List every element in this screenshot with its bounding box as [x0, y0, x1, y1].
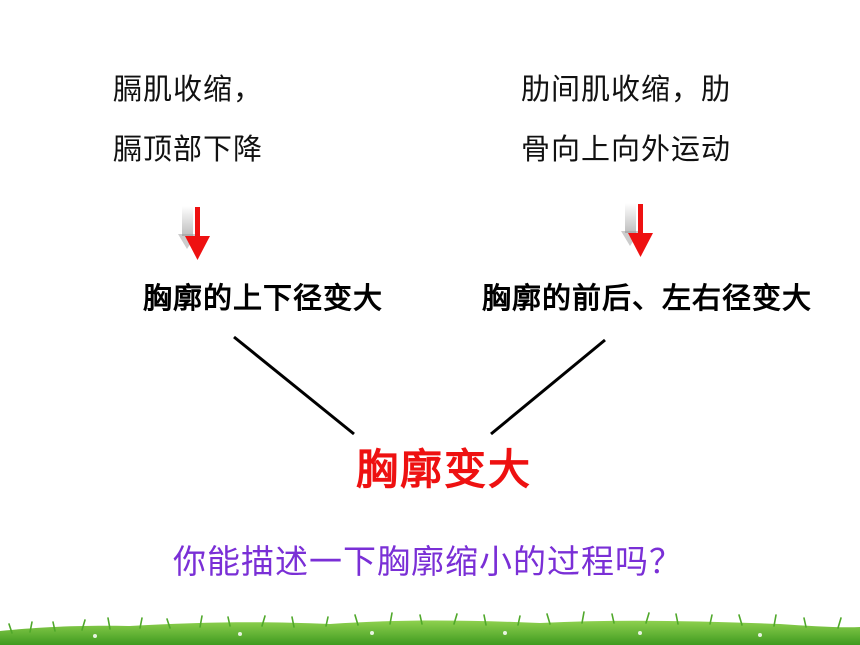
left-cause-line-1: 膈肌收缩， [113, 72, 264, 106]
right-cause-line-2: 骨向上向外运动 [521, 132, 732, 166]
right-connector-line [490, 338, 606, 436]
right-effect: 胸廓的前后、左右径变大 [482, 281, 813, 315]
left-connector-line [233, 335, 355, 436]
conclusion: 胸廓变大 [356, 445, 533, 494]
left-cause-line-2: 膈顶部下降 [113, 132, 264, 166]
right-cause-line-1: 肋间肌收缩，肋 [521, 72, 732, 106]
question-prompt: 你能描述一下胸廓缩小的过程吗？ [173, 542, 683, 581]
left-effect: 胸廓的上下径变大 [143, 281, 384, 315]
